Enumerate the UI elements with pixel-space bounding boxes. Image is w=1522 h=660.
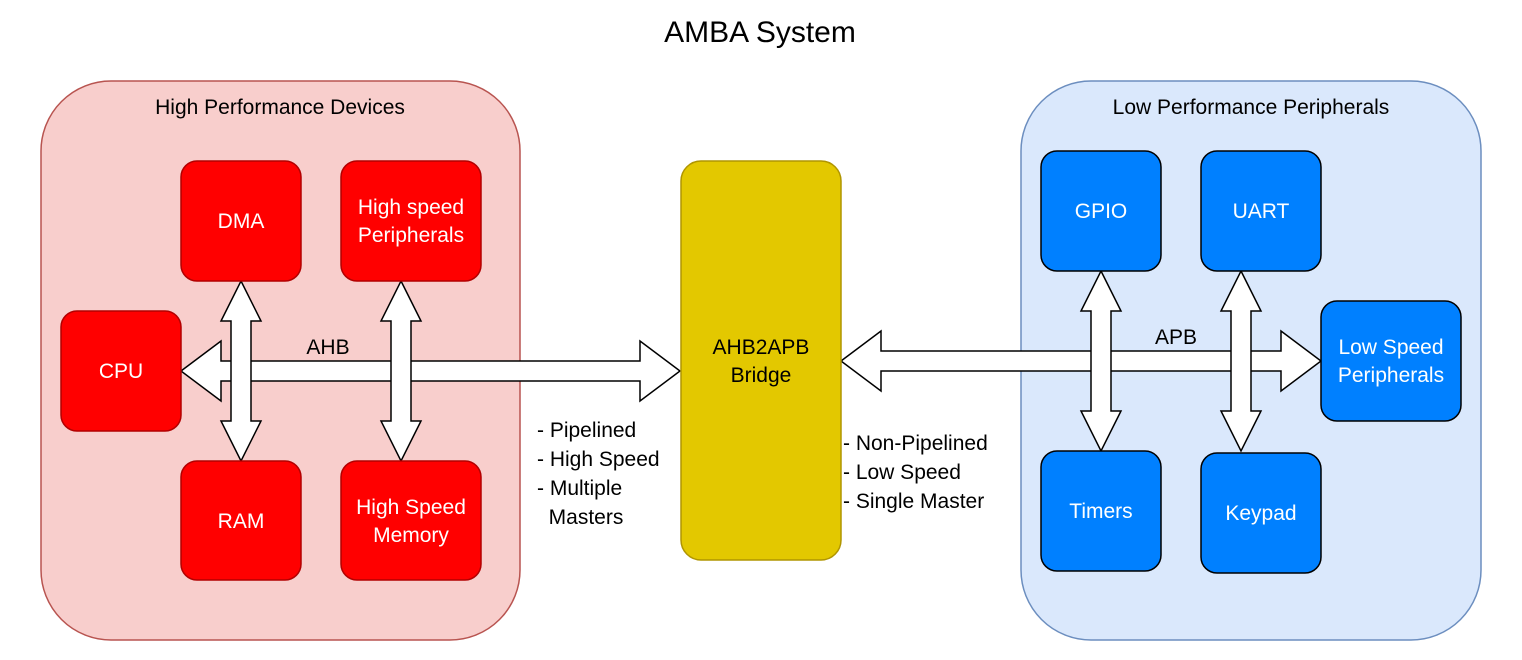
svg-text:Keypad: Keypad (1225, 502, 1296, 525)
feature-list-item: - Pipelined (537, 419, 636, 442)
diagram-title: AMBA System (664, 16, 856, 49)
block-label-line: Peripherals (358, 224, 464, 247)
feature-list-item: - Multiple (537, 477, 622, 500)
feature-list-item: - Single Master (843, 490, 984, 513)
ahb-bus-label: AHB (306, 336, 349, 359)
keypad-block: Keypad (1200, 452, 1322, 574)
svg-text:Timers: Timers (1069, 500, 1132, 523)
high-performance-group-label: High Performance Devices (155, 96, 405, 119)
block-label-line: High Speed (356, 496, 466, 519)
block-label-line: Timers (1069, 500, 1132, 523)
block-label-line: DMA (218, 210, 265, 233)
block-label-line: AHB2APB (713, 336, 810, 359)
block-label-line: Keypad (1225, 502, 1296, 525)
block-label-line: High speed (358, 196, 464, 219)
block-label-line: Low Speed (1338, 336, 1443, 359)
feature-list-item: Masters (537, 506, 623, 529)
timers-block: Timers (1040, 450, 1162, 572)
svg-text:DMA: DMA (218, 210, 265, 233)
svg-text:CPU: CPU (99, 360, 143, 383)
gpio-block: GPIO (1040, 150, 1162, 272)
block-label-line: Bridge (731, 364, 792, 387)
dma-block: DMA (180, 160, 302, 282)
svg-text:RAM: RAM (218, 510, 265, 533)
ahb-feature-list: - Pipelined - High Speed - Multiple Master… (537, 419, 660, 529)
svg-text:UART: UART (1233, 200, 1290, 223)
low-performance-group-label: Low Performance Peripherals (1113, 96, 1390, 119)
block-label-line: Peripherals (1338, 364, 1444, 387)
block-label-line: Memory (373, 524, 449, 547)
svg-text:GPIO: GPIO (1075, 200, 1128, 223)
ahb-bus-arrow (179, 339, 682, 403)
block-label-line: CPU (99, 360, 143, 383)
uart-block: UART (1200, 150, 1322, 272)
block-label-line: UART (1233, 200, 1290, 223)
cpu-block: CPU (60, 310, 182, 432)
ram-block: RAM (180, 460, 302, 581)
feature-list-item: - Low Speed (843, 461, 961, 484)
block-label-line: GPIO (1075, 200, 1128, 223)
apb-feature-list: - Non-Pipelined - Low Speed - Single Maste… (843, 432, 988, 513)
block-label-line: RAM (218, 510, 265, 533)
ahb2apb-bridge-block: AHB2APB Bridge (680, 160, 842, 561)
feature-list-item: - High Speed (537, 448, 660, 471)
apb-uart-keypad-arrow (1219, 269, 1263, 453)
apb-bus-label: APB (1155, 326, 1197, 349)
feature-list-item: - Non-Pipelined (843, 432, 988, 455)
